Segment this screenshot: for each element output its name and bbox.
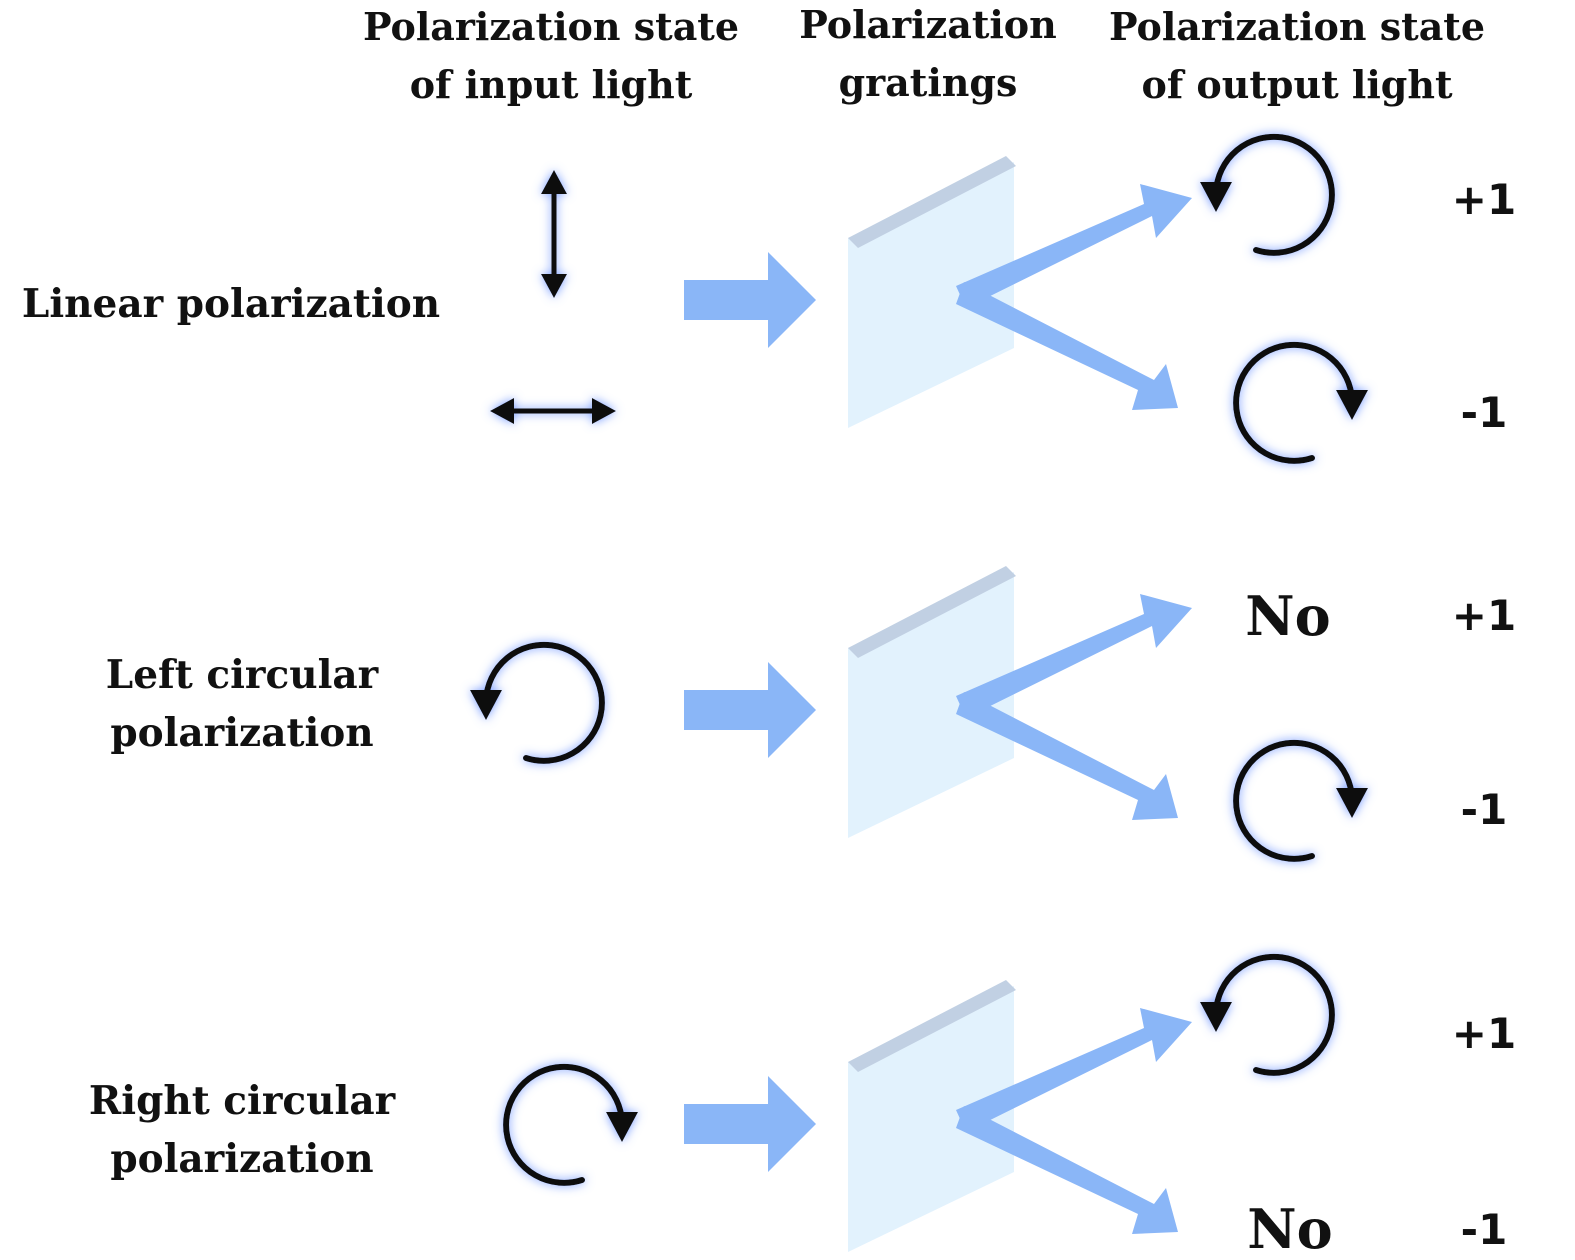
header-gratings-line-1: Polarization <box>799 2 1057 47</box>
diffracted-beam-minus-1 <box>956 692 1178 820</box>
counterclockwise-circle-arrow-icon <box>1200 957 1332 1073</box>
order-label-minus-1: -1 <box>1461 1205 1508 1254</box>
vertical-double-arrow-icon <box>541 170 567 298</box>
order-label-minus-1: -1 <box>1461 785 1508 834</box>
input-beam-arrow <box>684 662 816 758</box>
diffracted-beam-minus-1 <box>956 282 1178 410</box>
header-gratings-line-2: gratings <box>839 60 1018 105</box>
header-input-line-1: Polarization state <box>363 4 739 49</box>
horizontal-double-arrow-icon <box>490 398 616 424</box>
order-label-minus-1: -1 <box>1461 388 1508 437</box>
polarization-grating-plate <box>848 566 1016 838</box>
header-output-line-2: of output light <box>1141 62 1452 107</box>
order-label-plus-1: +1 <box>1452 1009 1516 1058</box>
polarization-grating-plate <box>848 980 1016 1252</box>
input-beam-arrow <box>684 1076 816 1172</box>
clockwise-circle-arrow-icon <box>506 1067 638 1183</box>
diffracted-beam-plus-1 <box>956 184 1192 308</box>
no-output-label: No <box>1245 584 1330 648</box>
row-label-left-circular-line-1: Left circular <box>106 652 379 698</box>
row-label-linear: Linear polarization <box>22 281 440 327</box>
no-output-label: No <box>1247 1197 1332 1260</box>
header-output-line-1: Polarization state <box>1109 4 1485 49</box>
row-label-right-circular-line-2: polarization <box>110 1136 373 1182</box>
counterclockwise-circle-arrow-icon <box>470 645 602 761</box>
row-label-right-circular-line-1: Right circular <box>89 1078 396 1124</box>
diffracted-beam-plus-1 <box>956 594 1192 718</box>
counterclockwise-circle-arrow-icon <box>1200 137 1332 253</box>
clockwise-circle-arrow-icon <box>1236 743 1368 859</box>
order-label-plus-1: +1 <box>1452 591 1516 640</box>
input-beam-arrow <box>684 252 816 348</box>
order-label-plus-1: +1 <box>1452 175 1516 224</box>
header-input-line-2: of input light <box>410 62 693 107</box>
row-label-left-circular-line-2: polarization <box>110 710 373 756</box>
diffracted-beam-minus-1 <box>956 1106 1178 1234</box>
diffracted-beam-plus-1 <box>956 1008 1192 1132</box>
polarization-grating-plate <box>848 156 1016 428</box>
clockwise-circle-arrow-icon <box>1236 345 1368 461</box>
